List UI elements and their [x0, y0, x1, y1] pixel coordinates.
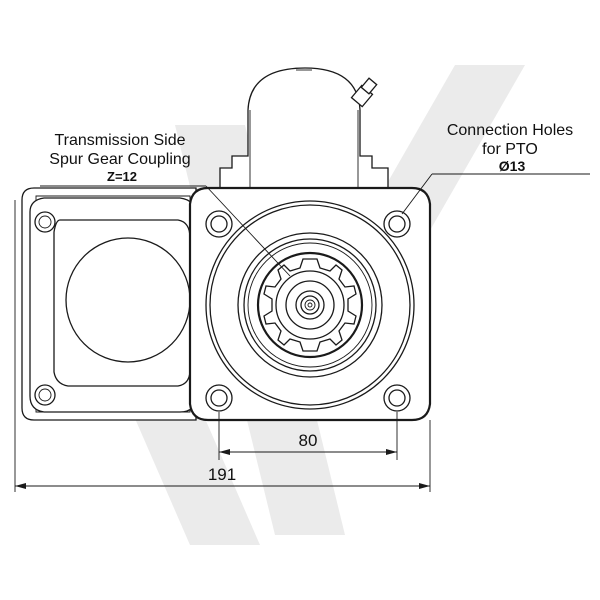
dimension-inner: [218, 412, 398, 460]
connection-hole-top-left: [205, 210, 233, 238]
leader-connection-holes: [401, 173, 590, 215]
label-for-pto: for PTO: [482, 141, 538, 158]
connection-hole-bottom-right: [383, 384, 411, 412]
label-transmission-side: Transmission Side: [54, 132, 185, 149]
connection-hole-bottom-left: [205, 384, 233, 412]
label-gear-teeth: Z=12: [107, 169, 137, 184]
dimension-overall: [14, 410, 431, 492]
label-hole-diameter: Ø13: [499, 158, 526, 174]
spur-gear-coupling: [263, 258, 357, 352]
connection-hole-top-right: [383, 210, 411, 238]
label-connection-holes: Connection Holes: [447, 122, 573, 139]
label-spur-gear-coupling: Spur Gear Coupling: [49, 151, 190, 168]
bolt-hole-bottom-left: [34, 384, 56, 406]
transmission-flange: [14, 187, 197, 421]
dimension-label-191: 191: [208, 465, 236, 484]
leader-transmission: [40, 185, 291, 277]
dimension-label-80: 80: [299, 431, 318, 450]
pto-flange: [188, 186, 432, 422]
bolt-hole-top-left: [34, 211, 56, 233]
breather-fitting: [350, 77, 378, 108]
top-housing: [219, 67, 389, 189]
